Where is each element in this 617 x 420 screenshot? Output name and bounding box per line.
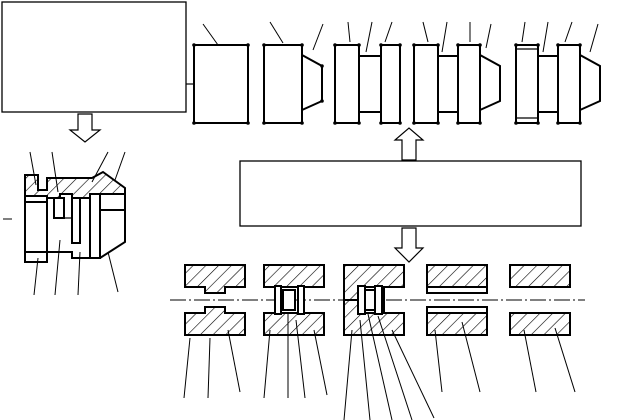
bottom-section-3 — [343, 264, 435, 420]
bottom-section-2 — [263, 264, 328, 399]
top-shape-1 — [193, 23, 249, 124]
top-shape-2 — [263, 21, 324, 124]
top-row-dots — [192, 43, 582, 125]
hollow-arrow-down-left — [68, 113, 102, 143]
top-shape-5 — [515, 21, 601, 124]
hollow-arrow-up — [393, 127, 425, 161]
hollow-arrow-down-middle — [393, 227, 425, 263]
top-left-box — [1, 1, 187, 113]
bottom-section-1 — [183, 264, 246, 399]
bottom-section-4 — [426, 264, 488, 393]
bottom-section-5 — [509, 264, 576, 393]
top-shape-3 — [334, 21, 401, 124]
left-assembly — [3, 151, 126, 296]
top-shape-4 — [413, 21, 501, 124]
middle-box — [239, 160, 582, 227]
